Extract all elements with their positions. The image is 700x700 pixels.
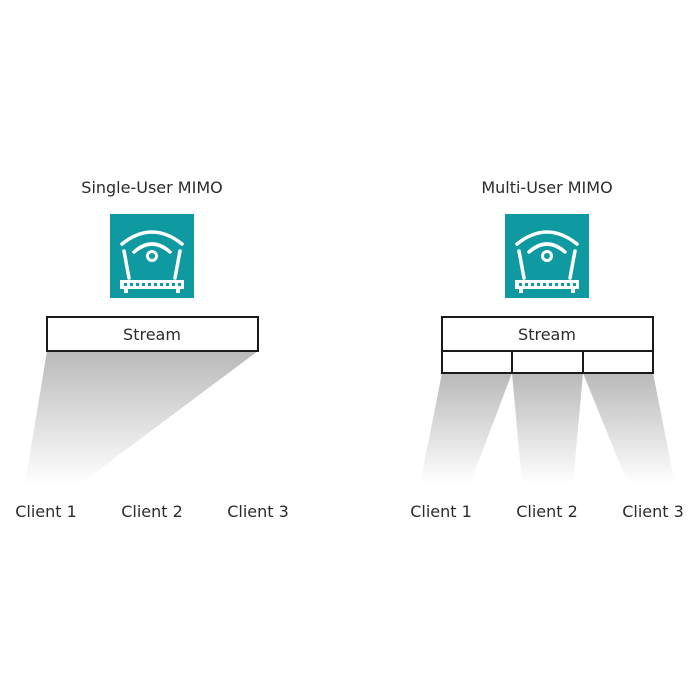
multi-user-client-2: Client 2 xyxy=(516,502,578,521)
multi-user-substream-1 xyxy=(441,350,513,374)
single-user-router-icon xyxy=(110,214,194,298)
multi-user-beam-3 xyxy=(583,373,675,484)
multi-user-title: Multi-User MIMO xyxy=(481,178,612,197)
single-user-beam xyxy=(25,351,258,484)
multi-user-stream-label: Stream xyxy=(518,325,576,344)
multi-user-router-icon xyxy=(505,214,589,298)
multi-user-beam-1 xyxy=(420,373,512,484)
single-user-stream-label: Stream xyxy=(123,325,181,344)
multi-user-client-3: Client 3 xyxy=(622,502,684,521)
multi-user-client-1: Client 1 xyxy=(410,502,472,521)
single-user-panel: Single-User MIMO xyxy=(15,178,289,521)
multi-user-beam-2 xyxy=(512,373,583,484)
single-user-client-1: Client 1 xyxy=(15,502,77,521)
single-user-stream-box xyxy=(46,316,259,352)
multi-user-substream-3 xyxy=(582,350,654,374)
multi-user-panel: Multi-User MIMO xyxy=(410,178,684,521)
single-user-client-2: Client 2 xyxy=(121,502,183,521)
multi-user-substream-2 xyxy=(511,350,584,374)
single-user-title: Single-User MIMO xyxy=(81,178,222,197)
single-user-client-3: Client 3 xyxy=(227,502,289,521)
